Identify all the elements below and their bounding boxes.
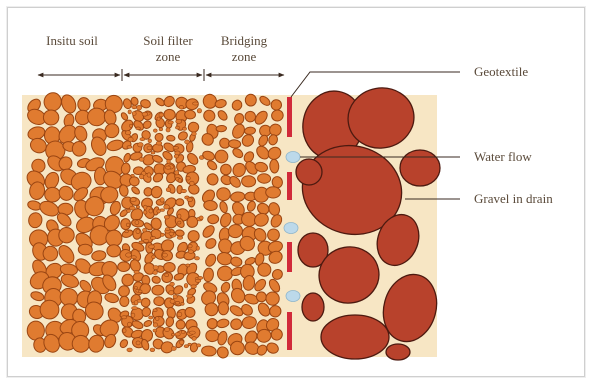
figure-frame (7, 7, 585, 377)
